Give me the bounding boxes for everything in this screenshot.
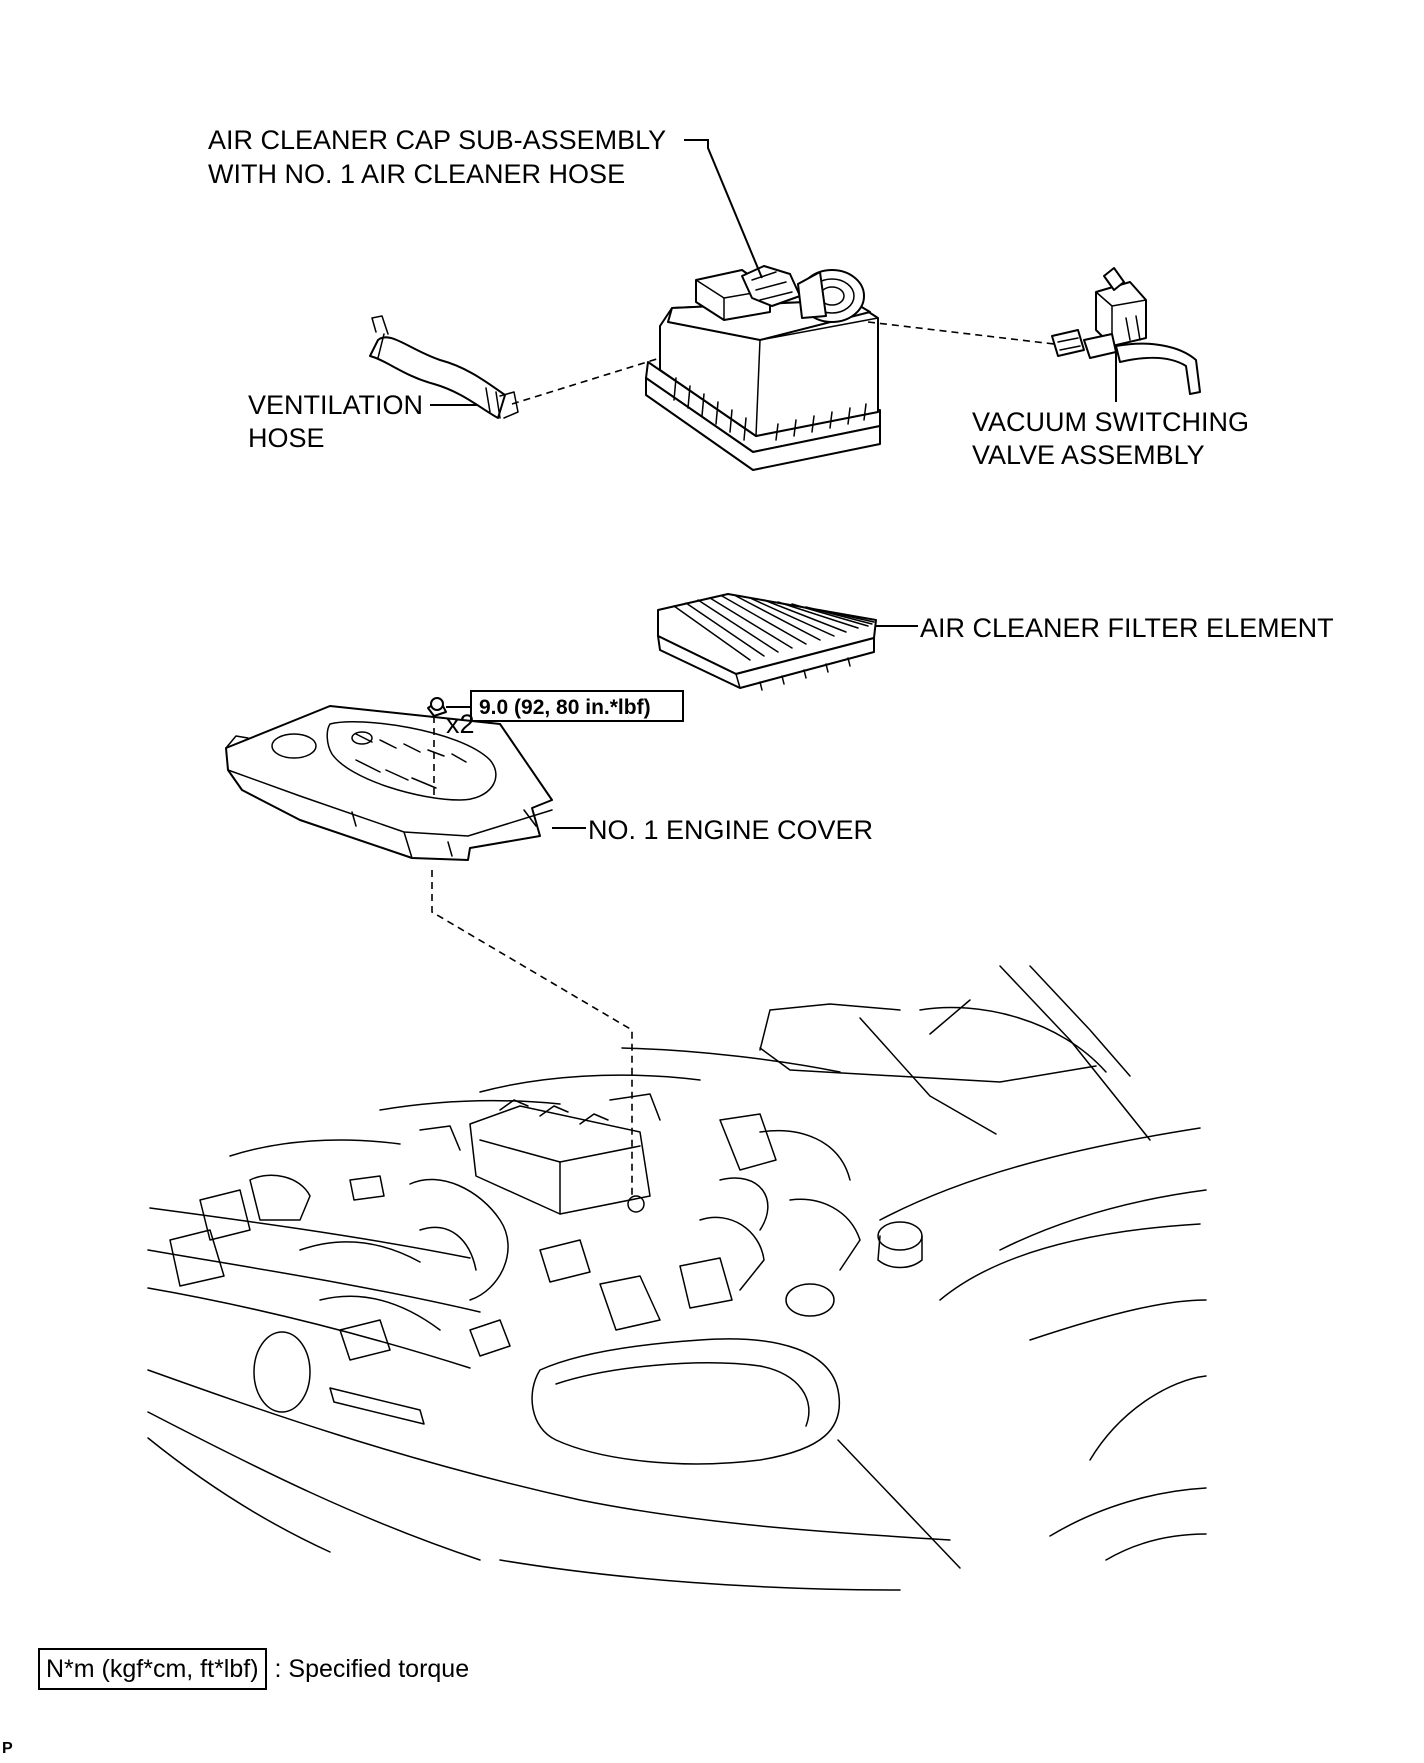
cap-to-valve-dashed-line	[867, 321, 1055, 345]
cover-to-engine-dashed-line	[431, 870, 633, 1200]
legend-torque-units: N*m (kgf*cm, ft*lbf)	[38, 1648, 267, 1690]
air-filter-element-drawing	[657, 593, 877, 691]
page-code: P	[2, 1740, 13, 1757]
vsv-label-line2: VALVE ASSEMBLY	[972, 440, 1205, 470]
ventilation-hose-drawing	[369, 315, 519, 419]
vsv-label-line1: VACUUM SWITCHING	[972, 407, 1249, 437]
torque-spec-box	[470, 690, 684, 722]
engine-cover-drawing	[225, 697, 553, 861]
air-filter-label: AIR CLEANER FILTER ELEMENT	[920, 613, 1334, 643]
torque-spec-value: 9.0 (92, 80 in.*lbf)	[479, 696, 651, 719]
engine-cover-label: NO. 1 ENGINE COVER	[588, 815, 873, 845]
torque-legend: N*m (kgf*cm, ft*lbf) : Specified torque	[38, 1647, 469, 1691]
bolt-quantity: x2	[446, 709, 475, 739]
air-cleaner-cap-leader	[684, 139, 763, 279]
air-cleaner-cap-drawing	[645, 265, 881, 471]
ventilation-hose-label-line2: HOSE	[248, 423, 325, 453]
vacuum-switching-valve-drawing	[1051, 267, 1201, 395]
ventilation-hose-label-line1: VENTILATION	[248, 390, 423, 420]
air-cleaner-cap-label-line1: AIR CLEANER CAP SUB-ASSEMBLY	[208, 125, 666, 155]
legend-description: : Specified torque	[274, 1655, 470, 1683]
vehicle-engine-bay-drawing	[147, 965, 1207, 1591]
air-cleaner-cap-label-line2: WITH NO. 1 AIR CLEANER HOSE	[208, 159, 625, 189]
hose-to-cap-dashed-line	[511, 357, 661, 405]
